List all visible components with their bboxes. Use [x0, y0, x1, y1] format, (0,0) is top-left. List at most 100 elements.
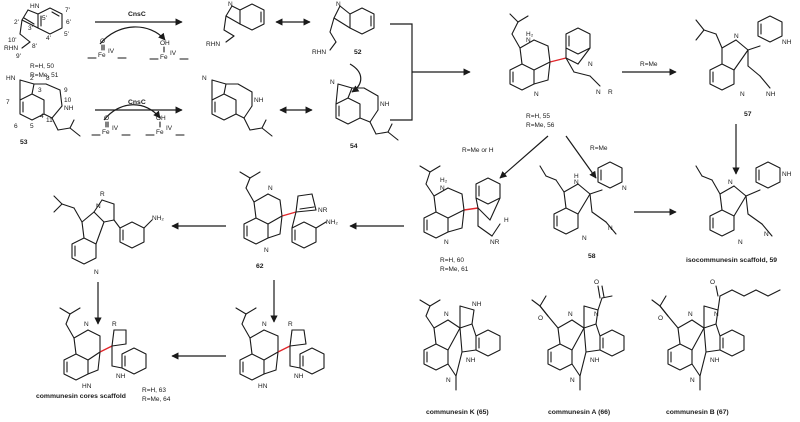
compound-62: N NR N NH₂ 62	[239, 171, 338, 270]
atom-n-imin: N	[262, 321, 267, 328]
atom-nr-62: NR	[318, 207, 328, 214]
fe-iv-top-2: IV	[170, 50, 177, 57]
oxidation-step-top: CnsC O Fe IV OH Fe IV	[87, 11, 189, 61]
num-9p: 9'	[16, 53, 21, 60]
atom-n-radical-b: N	[202, 75, 207, 82]
label-cores-scaffold: communesin cores scaffold	[36, 393, 126, 400]
atom-nr-60: NR	[490, 239, 500, 246]
cond-me-57: R=Me	[640, 61, 658, 68]
label-52: 52	[354, 49, 362, 56]
num-3p: 3'	[28, 25, 33, 32]
r-63-line1: R=H, 63	[142, 387, 166, 394]
atom-n-58-b: N	[582, 235, 587, 242]
atom-n-57-b: N	[740, 91, 745, 98]
label-57: 57	[744, 111, 752, 118]
communesin-b-67: O O N N NH N communesin B (67)	[651, 279, 781, 416]
atom-n-55-amine: N	[596, 89, 601, 96]
atom-n-left: N	[96, 203, 101, 210]
atom-hn-imin: HN	[258, 383, 268, 390]
label-comm-k: communesin K (65)	[426, 409, 489, 416]
atom-n-55-indolenine: N	[534, 91, 539, 98]
num-2: 2	[30, 75, 34, 82]
atom-nh2-62: NH₂	[326, 219, 338, 226]
atom-o-66-carbonyl: O	[594, 279, 599, 286]
atom-n-57: N	[734, 33, 739, 40]
atom-nh-radical-b: NH	[254, 97, 264, 104]
atom-n-67-amide: N	[714, 311, 719, 318]
atom-n-66: N	[568, 311, 573, 318]
num-5p: 5'	[64, 31, 69, 38]
atom-nh-65: NH	[472, 301, 482, 308]
compound-63-64: N R NH HN communesin cores scaffold R=H,…	[36, 307, 171, 403]
compound-53: HN NH 2 3 8 9 10 11 4 7 6 5 53	[6, 75, 81, 146]
atom-hn-53: HN	[6, 75, 16, 82]
atom-n-59-b: N	[738, 239, 743, 246]
atom-h2-55: H₂	[526, 31, 534, 38]
oh-top: OH	[160, 40, 170, 47]
compound-54: N NH 54	[330, 79, 399, 150]
atom-n-59-c: N	[764, 231, 769, 238]
num-9: 9	[64, 87, 68, 94]
num-4: 4	[40, 113, 44, 120]
label-59: isocommunesin scaffold, 59	[686, 257, 777, 264]
atom-n-65-b: N	[446, 377, 451, 384]
fe-oh-top: Fe	[160, 54, 168, 61]
atom-nh2-left: NH₂	[152, 215, 164, 222]
label-62: 62	[256, 263, 264, 270]
oh-bottom: OH	[156, 115, 166, 122]
oxidation-step-bottom: CnsC O Fe IV OH Fe IV	[91, 99, 185, 136]
num-10p: 10'	[8, 37, 16, 44]
label-54: 54	[350, 143, 358, 150]
cnsc-label-top: CnsC	[128, 11, 146, 18]
atom-n-55-indole: N	[588, 61, 593, 68]
label-comm-b: communesin B (67)	[666, 409, 729, 416]
num-4p: 4'	[46, 35, 51, 42]
fe-iv-bottom-2: IV	[166, 125, 173, 132]
r-50-line1: R=H, 50	[30, 63, 54, 70]
atom-n-radical-a: N	[228, 1, 233, 8]
num-10: 10	[64, 97, 72, 104]
label-58: 58	[588, 253, 596, 260]
atom-n-65: N	[444, 311, 449, 318]
atom-o-66: O	[538, 315, 543, 322]
indolyl-radical-b: N NH	[202, 75, 273, 137]
atom-h2-60: H₂	[440, 177, 448, 184]
atom-n-66-amide: N	[594, 311, 599, 318]
atom-n-63: N	[84, 321, 89, 328]
atom-rhn-a: RHN	[206, 41, 220, 48]
compound-55-56: N H₂ N N N R R=H, 55 R=Me, 56	[509, 13, 613, 129]
compound-57: N NH N NH 57	[695, 15, 792, 118]
atom-hn-63: HN	[82, 383, 92, 390]
fe-oh-bottom: Fe	[156, 129, 164, 136]
atom-rhn-50: RHN	[4, 45, 18, 52]
indolyl-radical-a: N RHN	[206, 1, 265, 48]
atom-n-67-b: N	[690, 377, 695, 384]
fe-oxo-bottom: Fe	[102, 129, 110, 136]
r-60-line1: R=H, 60	[440, 257, 464, 264]
atom-n-62-b: N	[264, 247, 269, 254]
atom-hn-50: HN	[30, 3, 40, 10]
atom-nh-54: NH	[380, 101, 390, 108]
atom-n-60-b: N	[444, 239, 449, 246]
num-6: 6	[14, 123, 18, 130]
atom-n-55: N	[526, 37, 531, 44]
num-8: 8	[46, 75, 50, 82]
atom-nh-59: NH	[782, 171, 792, 178]
num-7: 7	[6, 99, 10, 106]
compound-50-51: HN RHN 7' 6' 5' 4' 2' 3' 5' 10' 8' 9' R=…	[4, 3, 71, 79]
label-comm-a: communesin A (66)	[548, 409, 610, 416]
num-7p: 7'	[65, 7, 70, 14]
oxo-bottom: O	[104, 115, 109, 122]
atom-rhn-52: RHN	[312, 49, 326, 56]
atom-nh-63: NH	[116, 373, 126, 380]
r-55-line1: R=H, 55	[526, 113, 550, 120]
atom-r-55: R	[608, 89, 613, 96]
compound-52: N RHN 52	[312, 1, 375, 93]
atom-nh-65-b: NH	[466, 357, 476, 364]
atom-r-imin: R	[288, 321, 293, 328]
atom-h-58: H	[574, 173, 579, 180]
atom-n-66-b: N	[570, 377, 575, 384]
atom-n-58-indolenine: N	[622, 185, 627, 192]
atom-nh-57-b: NH	[766, 91, 776, 98]
